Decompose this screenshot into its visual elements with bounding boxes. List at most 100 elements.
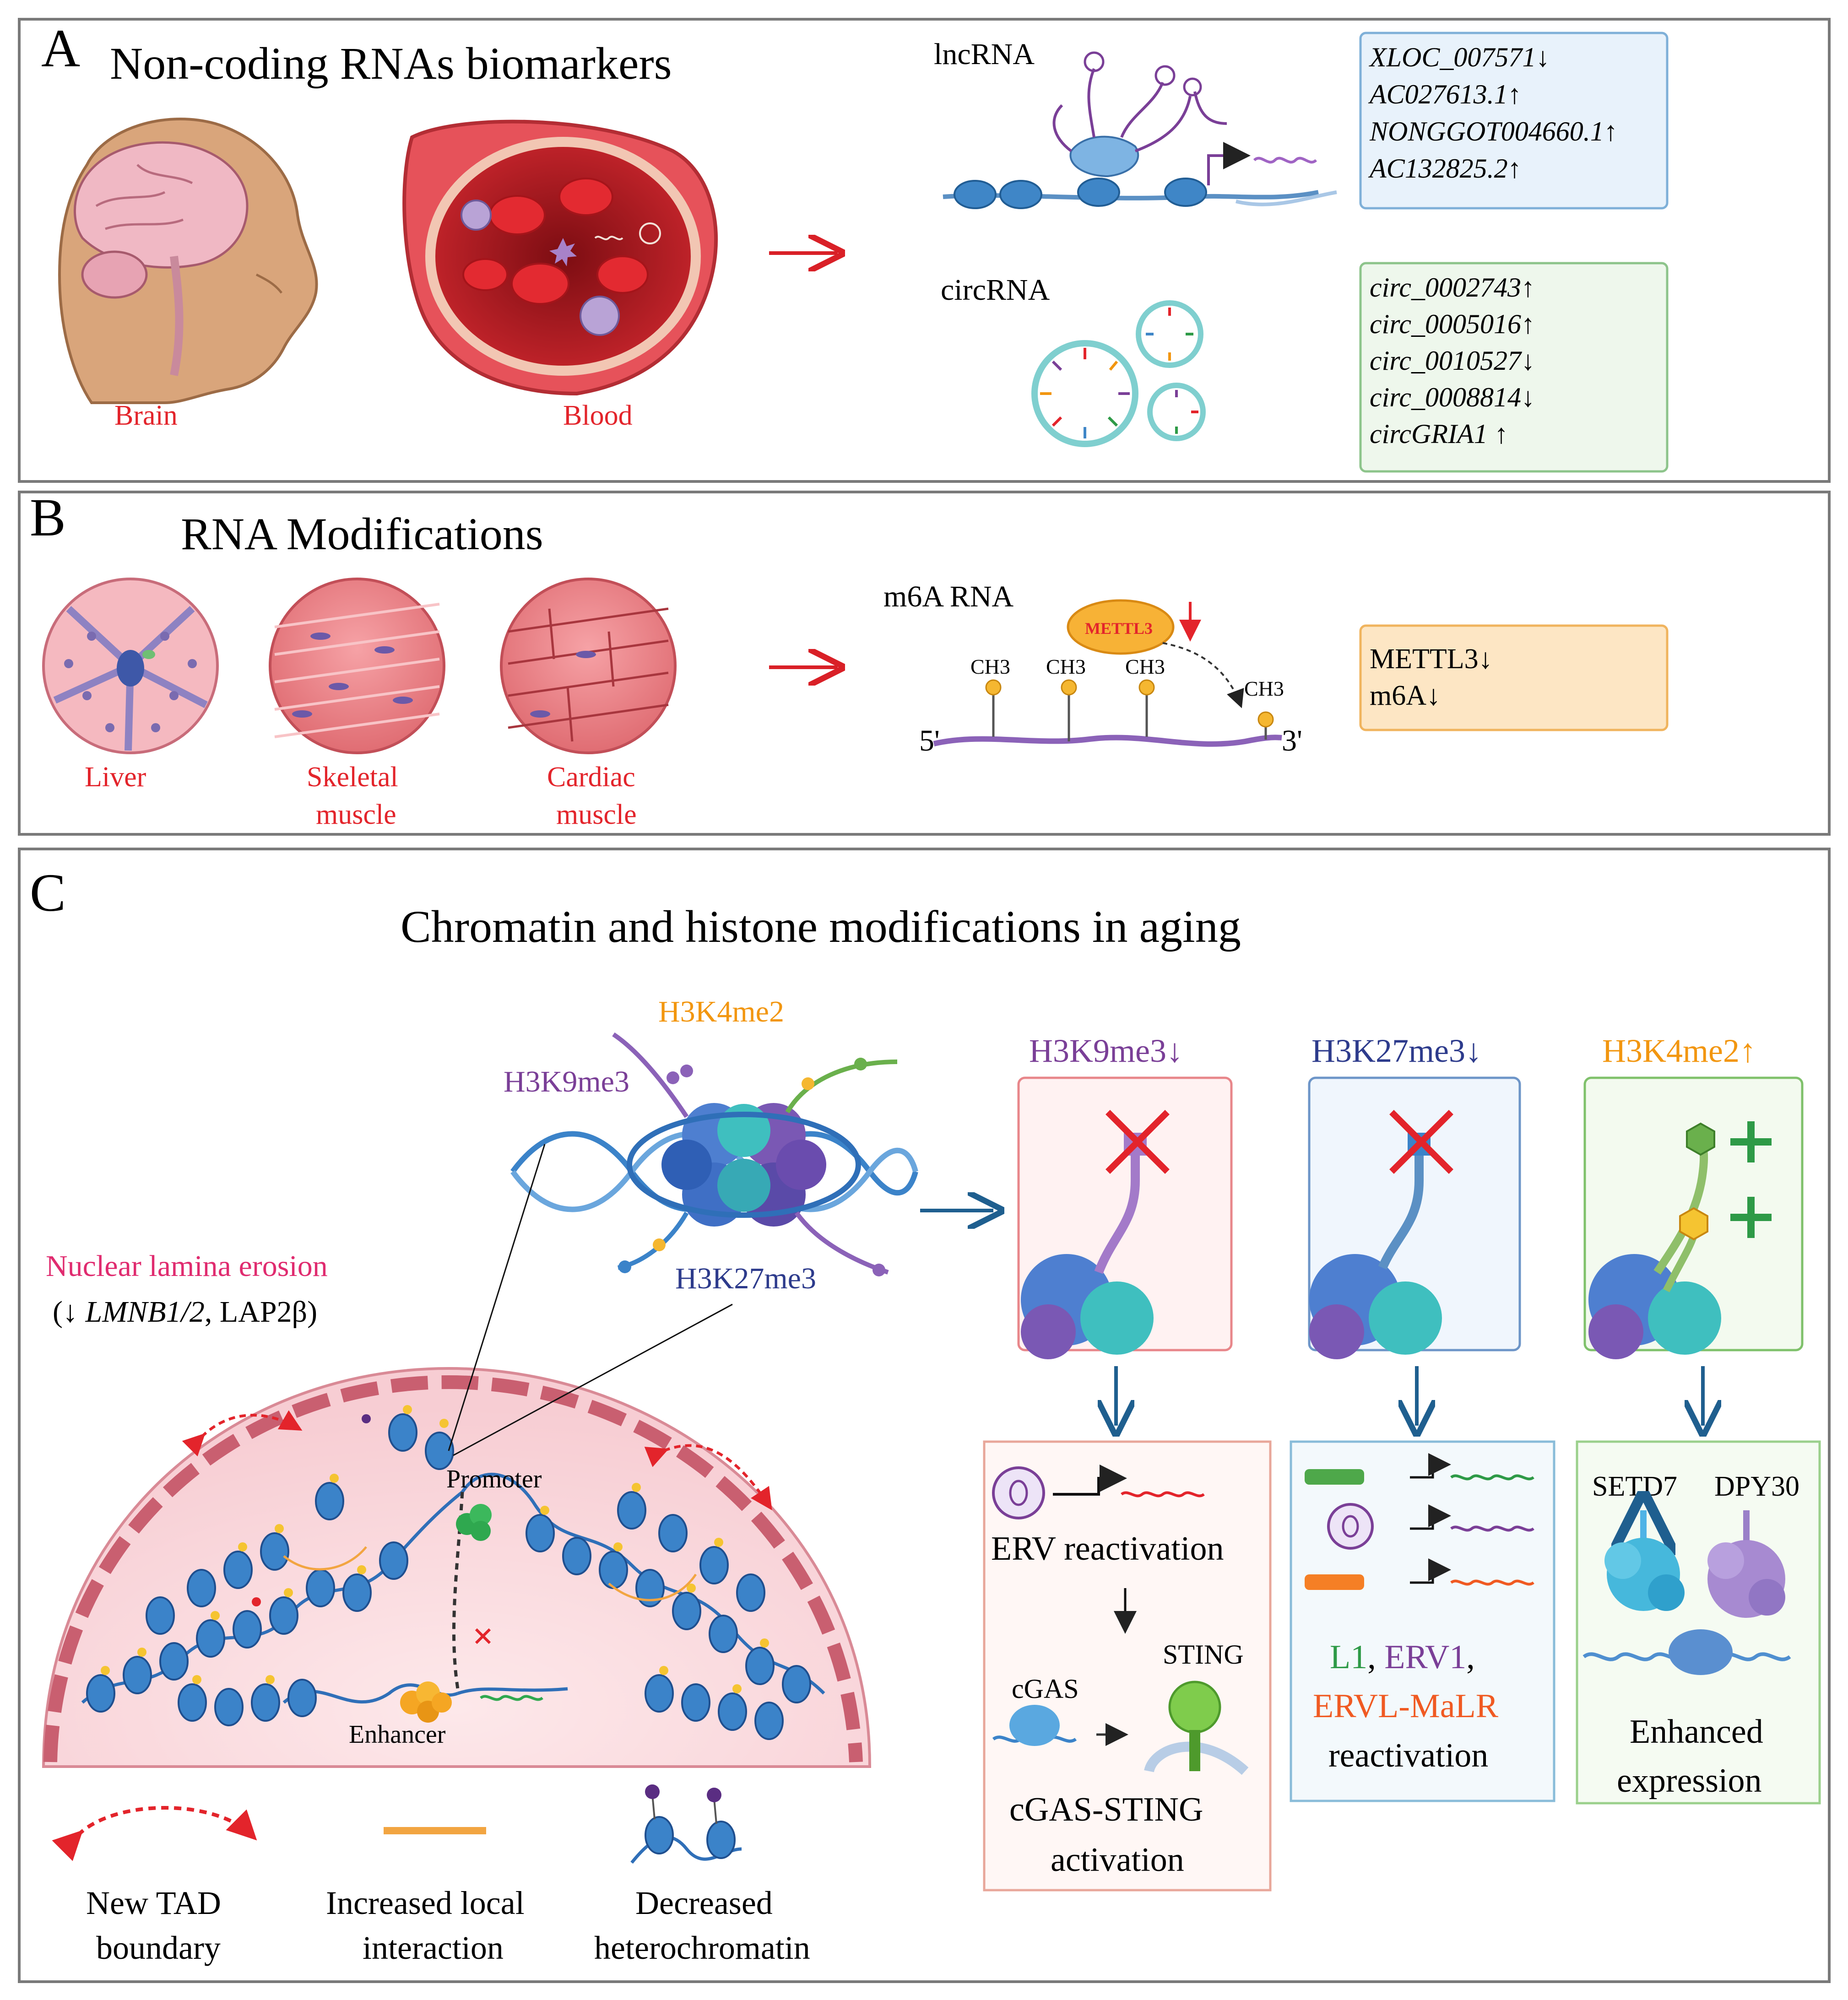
skeletal-label: Skeletal	[307, 762, 398, 793]
blood-vessel-illustration	[402, 119, 718, 396]
enhancer-blocked-icon	[475, 1628, 491, 1644]
lamina-subtitle: (↓ LMNB1/2, LAP2β)	[53, 1295, 317, 1329]
panel-c-letter: C	[30, 863, 66, 923]
red-blood-cell	[511, 263, 569, 305]
mettl3-enzyme-icon	[1067, 599, 1175, 655]
col3-result-line1: Enhanced	[1630, 1713, 1763, 1751]
col1-nucleosome-icon	[1021, 1110, 1170, 1359]
legend1-line1: New TAD	[86, 1885, 221, 1921]
m6a-marker-box	[1359, 624, 1669, 731]
legend1-line2: boundary	[96, 1930, 221, 1966]
panel-b-title: RNA Modifications	[181, 508, 543, 559]
panel-a: A Non-coding RNAs biomarkers Brain	[18, 18, 1831, 483]
brain-label: Brain	[114, 400, 178, 431]
panel-a-title: Non-coding RNAs biomarkers	[110, 38, 672, 89]
cardiac-label: Cardiac	[547, 762, 635, 793]
lamina-sub-close: , LAP2β)	[205, 1295, 317, 1329]
panel-a-frame	[18, 18, 1831, 483]
col2-title: H3K27me3↓	[1311, 1032, 1482, 1069]
col2-l1: L1	[1330, 1638, 1367, 1676]
lamina-sub-open: (↓	[53, 1295, 85, 1329]
col3-result-line2: expression	[1617, 1762, 1762, 1800]
promoter-complex-icon	[456, 1504, 492, 1541]
skeletal-muscle-icon	[269, 578, 445, 754]
col1-result-box	[983, 1440, 1272, 1892]
panel-c-title: Chromatin and histone modifications in a…	[401, 901, 1241, 952]
col1-result2-line2: activation	[1051, 1841, 1184, 1879]
m6a-illustration: METTL3	[933, 599, 1282, 747]
col2-transposon-icons	[1305, 1453, 1534, 1590]
ch3-label-2: CH3	[1046, 655, 1086, 678]
col3-enzyme1: SETD7	[1592, 1471, 1677, 1502]
skeletal-label-2: muscle	[316, 799, 396, 830]
panel-b: B RNA Modifications	[18, 487, 1831, 836]
cardiac-label-2: muscle	[556, 799, 637, 830]
cardiac-muscle-icon	[500, 578, 677, 754]
ch3-label-1: CH3	[970, 655, 1010, 678]
nucleus-illustration	[42, 1144, 872, 1768]
col3-enzyme2: DPY30	[1714, 1471, 1799, 1502]
col1-removed-mark-icon	[1106, 1110, 1170, 1174]
legend-new-tad-icon	[52, 1806, 257, 1861]
m6a-marker-2: m6A↓	[1370, 680, 1441, 711]
erv-virus-icon	[992, 1465, 1205, 1519]
col1-result2-line1: cGAS-STING	[1009, 1791, 1203, 1828]
nucleosome-label-h3k27me3: H3K27me3	[675, 1262, 816, 1295]
cerebellum-icon	[81, 250, 148, 299]
mettl3-enzyme-label: METTL3	[1085, 619, 1153, 638]
col3-enzyme-icons	[1582, 1510, 1791, 1675]
white-blood-cell	[461, 200, 492, 231]
lncrna-marker-2: AC027613.1↑	[1368, 79, 1522, 109]
liver-label: Liver	[85, 762, 146, 793]
lncrna-marker-1: XLOC_007571↓	[1369, 42, 1550, 72]
lncrna-illustration	[943, 51, 1337, 209]
legend2-line1: Increased local	[326, 1885, 525, 1921]
circrna-illustration	[1031, 300, 1206, 447]
five-prime-label: 5'	[919, 724, 940, 757]
liver-tissue-icon	[42, 578, 219, 754]
lamina-sub-genes: LMNB1/2	[85, 1295, 204, 1329]
ch3-label-4: CH3	[1244, 677, 1284, 700]
circrna-marker-4: circ_0008814↓	[1370, 382, 1535, 412]
col2-sep2: ,	[1466, 1638, 1475, 1676]
blood-label: Blood	[563, 400, 633, 431]
col1-result1: ERV reactivation	[991, 1530, 1224, 1568]
circrna-marker-1: circ_0002743↑	[1370, 272, 1535, 303]
legend3-line1: Decreased	[635, 1885, 773, 1921]
red-blood-cell	[558, 178, 613, 216]
promoter-label: Promoter	[446, 1465, 542, 1493]
lncrna-title: lncRNA	[934, 38, 1035, 71]
circrna-marker-2: circ_0005016↑	[1370, 309, 1535, 339]
panel-a-letter: A	[41, 18, 80, 78]
panel-c: C Chromatin and histone modifications in…	[18, 848, 1831, 1983]
lamina-title: Nuclear lamina erosion	[46, 1249, 328, 1283]
circrna-marker-3: circ_0010527↓	[1370, 346, 1535, 376]
brain-icon	[74, 141, 249, 269]
panel-b-letter: B	[30, 487, 66, 547]
legend3-line2: heterochromatin	[594, 1930, 810, 1966]
col3-title: H3K4me2↑	[1602, 1032, 1756, 1069]
ch3-label-3: CH3	[1125, 655, 1165, 678]
cgas-sting-icon	[992, 1681, 1249, 1775]
nucleosome-illustration	[510, 1032, 918, 1276]
circrna-marker-box	[1359, 262, 1669, 473]
col1-title: H3K9me3↓	[1029, 1032, 1183, 1069]
lncrna-marker-4: AC132825.2↑	[1368, 153, 1522, 184]
col3-plus-icon-2	[1730, 1197, 1772, 1238]
legend-heterochromatin-icon	[630, 1784, 742, 1864]
m6a-marker-1: METTL3↓	[1370, 643, 1493, 675]
col2-te-line1: L1, ERV1,	[1330, 1638, 1475, 1676]
legend	[52, 1784, 742, 1864]
legend2-line2: interaction	[363, 1930, 504, 1966]
col2-result: reactivation	[1328, 1737, 1488, 1774]
col2-nucleosome-icon	[1309, 1110, 1453, 1359]
three-prime-label: 3'	[1282, 724, 1302, 757]
col2-ervl: ERVL-MaLR	[1313, 1687, 1499, 1725]
red-blood-cell	[489, 195, 546, 235]
col2-result-box	[1290, 1440, 1555, 1802]
red-blood-cell	[596, 255, 649, 294]
col2-removed-mark-icon	[1389, 1110, 1453, 1174]
lncrna-marker-3: NONGGOT004660.1↑	[1369, 116, 1618, 146]
panel-b-frame	[18, 491, 1831, 836]
circrna-title: circRNA	[941, 273, 1050, 307]
